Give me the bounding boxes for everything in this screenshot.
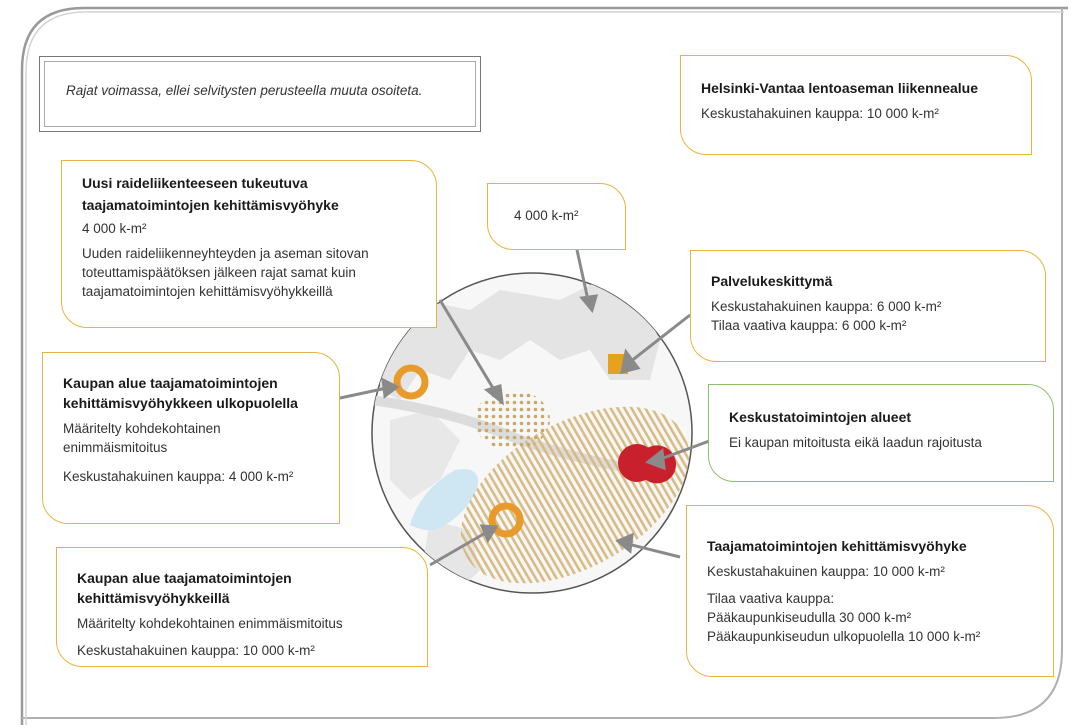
airport-box: Helsinki-Vantaa lentoaseman liikennealue… [680, 55, 1032, 155]
zone-line-3: Pääkaupunkiseudulla 30 000 k-m² [707, 610, 912, 625]
outside-line-1: Keskustahakuinen kauppa: 4 000 k-m² [63, 469, 294, 484]
service-line-1: Keskustahakuinen kauppa: 6 000 k-m² [711, 299, 942, 314]
zone-line-4: Pääkaupunkiseudun ulkopuolella 10 000 k-… [707, 629, 981, 644]
rail-desc-2: toteuttamispäätöksen jälkeen rajat samat… [82, 265, 356, 280]
airport-line: Keskustahakuinen kauppa: 10 000 k-m² [701, 106, 939, 121]
inside-title-2: kehittämisvyöhykkeillä [77, 590, 230, 606]
rail-title-2: taajamatoimintojen kehittämisvyöhyke [82, 197, 339, 213]
service-box: Palvelukeskittymä Keskustahakuinen kaupp… [690, 250, 1046, 362]
inside-line-1: Keskustahakuinen kauppa: 10 000 k-m² [77, 643, 315, 658]
zone-title: Taajamatoimintojen kehittämisvyöhyke [707, 538, 967, 554]
outside-desc-1: Määritelty kohdekohtainen [63, 421, 221, 436]
rail-title-1: Uusi raideliikenteeseen tukeutuva [82, 175, 308, 191]
rail-zone [474, 390, 550, 450]
inside-title-1: Kaupan alue taajamatoimintojen [77, 570, 292, 586]
zone-line-2: Tilaa vaativa kauppa: [707, 591, 835, 606]
centre-title: Keskustatoimintojen alueet [729, 409, 912, 425]
service-title: Palvelukeskittymä [711, 273, 833, 289]
inside-zone-box: Kaupan alue taajamatoimintojen kehittämi… [56, 547, 428, 667]
lake [410, 469, 479, 530]
outside-retail-marker [393, 364, 429, 400]
note-text: Rajat voimassa, ellei selvitysten perust… [66, 83, 423, 98]
airport-title: Helsinki-Vantaa lentoaseman liikennealue [701, 80, 978, 96]
rail-value: 4 000 k-m² [82, 221, 147, 236]
connector-arrows [339, 249, 713, 567]
development-zone-box: Taajamatoimintojen kehittämisvyöhyke Kes… [686, 505, 1054, 677]
outside-desc-2: enimmäismitoitus [63, 440, 168, 455]
small-value: 4 000 k-m² [514, 208, 579, 223]
inside-desc-1: Määritelty kohdekohtainen enimmäismitoit… [77, 616, 343, 631]
rail-zone-box: Uusi raideliikenteeseen tukeutuva taajam… [61, 160, 437, 328]
zone-line-1: Keskustahakuinen kauppa: 10 000 k-m² [707, 564, 945, 579]
inside-retail-marker [488, 502, 524, 538]
small-value-box: 4 000 k-m² [487, 183, 626, 250]
centre-line-1: Ei kaupan mitoitusta eikä laadun rajoitu… [729, 435, 982, 450]
rail-desc-1: Uuden raideliikenneyhteyden ja aseman si… [82, 246, 369, 261]
rail-desc-3: taajamatoimintojen kehittämisvyöhykkeill… [82, 284, 333, 299]
service-line-2: Tilaa vaativa kauppa: 6 000 k-m² [711, 318, 907, 333]
centre-box: Keskustatoimintojen alueet Ei kaupan mit… [708, 384, 1054, 482]
outside-title-1: Kaupan alue taajamatoimintojen [63, 375, 278, 391]
outside-title-2: kehittämisvyöhykkeen ulkopuolella [63, 395, 298, 411]
outside-zone-box: Kaupan alue taajamatoimintojen kehittämi… [42, 352, 340, 524]
urban-area [380, 280, 660, 400]
validity-note: Rajat voimassa, ellei selvitysten perust… [39, 56, 481, 132]
